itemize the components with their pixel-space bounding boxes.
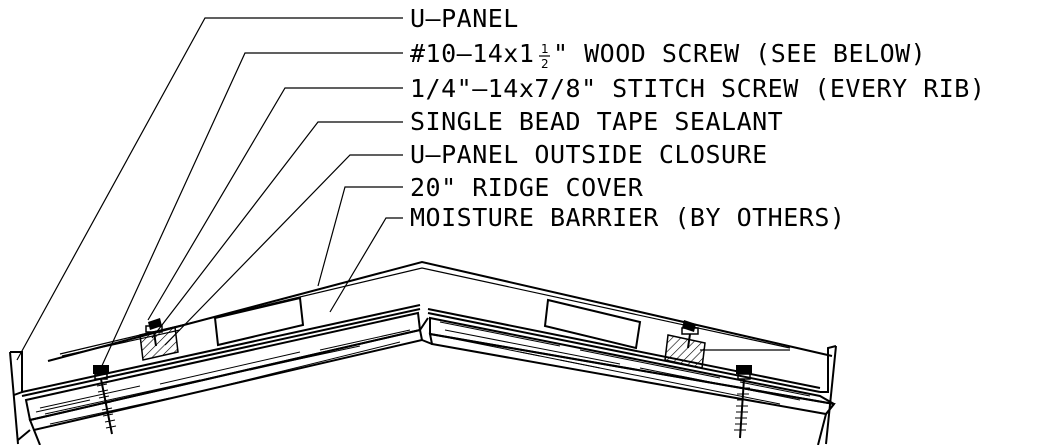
sealant-left <box>139 326 179 361</box>
leader-tape-sealant <box>151 121 403 339</box>
callout-stitch-screw: 1/4"—14x7/8" STITCH SCREW (EVERY RIB) <box>410 74 985 103</box>
wood-screw-text-before: #10—14x1 <box>410 39 534 68</box>
callout-moisture-barrier: MOISTURE BARRIER (BY OTHERS) <box>410 203 845 232</box>
callout-tape-sealant: SINGLE BEAD TAPE SEALANT <box>410 107 783 136</box>
callout-wood-screw: #10—14x1 1 2 " WOOD SCREW (SEE BELOW) <box>410 39 926 71</box>
closure-left <box>213 296 305 347</box>
wood-screw-text-after: " WOOD SCREW (SEE BELOW) <box>553 39 926 68</box>
wood-screw-frac-den: 2 <box>541 57 549 71</box>
closure-right <box>543 298 642 350</box>
leader-u-panel <box>16 17 403 361</box>
wood-deck-left <box>17 311 424 441</box>
svg-text:#10—14x1: #10—14x1 <box>410 39 534 68</box>
u-panel-left-top <box>21 304 421 393</box>
callout-outside-closure: U—PANEL OUTSIDE CLOSURE <box>410 140 768 169</box>
leader-lines <box>16 17 403 371</box>
leader-outside-closure <box>164 154 403 346</box>
wood-screw-right <box>734 365 752 439</box>
u-panel-left-edge <box>10 351 23 396</box>
callout-u-panel: U—PANEL <box>410 4 519 33</box>
wood-screw-left <box>93 365 117 435</box>
u-panel-right-top <box>427 308 821 389</box>
end-walls <box>9 345 837 445</box>
u-panel-right-edge <box>820 345 837 393</box>
leader-moisture-barrier <box>329 217 403 313</box>
wood-deck-right <box>428 316 836 416</box>
u-panels <box>10 304 837 397</box>
wood-screw-frac-num: 1 <box>541 42 549 56</box>
leader-ridge-cover <box>317 186 403 287</box>
tape-sealant-blocks <box>139 326 706 369</box>
callout-ridge-cover: 20" RIDGE COVER <box>410 173 644 202</box>
leader-wood-screw <box>99 52 403 371</box>
stitch-screw-right <box>681 320 699 349</box>
stitch-screw-left <box>145 318 163 347</box>
sealant-right <box>664 334 706 369</box>
leader-stitch-screw <box>147 87 403 321</box>
rafters <box>33 317 827 445</box>
